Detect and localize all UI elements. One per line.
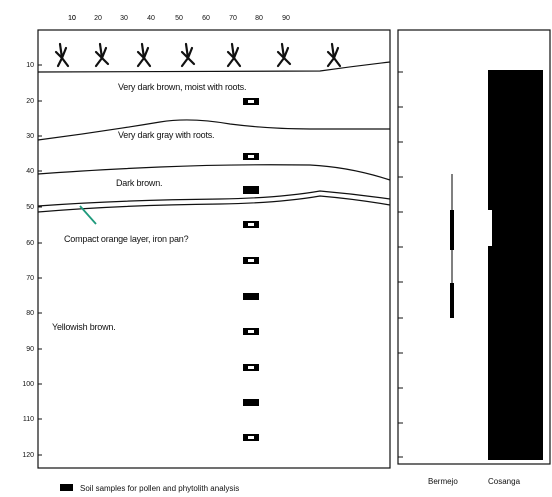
- bermejo-label: Bermejo: [428, 477, 458, 486]
- cosanga-notch: [488, 210, 492, 246]
- sample-marker-dot: [248, 100, 254, 103]
- layer-label-very-dark-gray: Very dark gray with roots.: [118, 130, 214, 140]
- horizon-boundary: [37, 119, 390, 141]
- depth-tick-label: 120: [22, 452, 34, 459]
- top-tick-label: 70: [229, 15, 237, 22]
- top-tick-label: 80: [255, 15, 263, 22]
- top-tick-label: 40: [147, 15, 155, 22]
- depth-tick-label: 110: [23, 416, 34, 423]
- depth-tick-label: 50: [26, 204, 34, 211]
- legend-label: Soil samples for pollen and phytolith an…: [80, 484, 239, 493]
- depth-axis: [38, 64, 42, 456]
- top-tick-label: 10: [68, 15, 76, 22]
- sample-marker-dot: [248, 223, 254, 226]
- sample-marker-dot: [248, 436, 254, 439]
- top-tick-label: 60: [202, 15, 210, 22]
- plant-icon: [180, 42, 196, 68]
- sample-marker: [243, 186, 259, 194]
- top-tick-label: 30: [120, 15, 128, 22]
- surface-line: [37, 61, 391, 73]
- top-tick-label: 90: [282, 15, 290, 22]
- depth-tick-label: 70: [26, 275, 34, 282]
- layer-label-yellowish-brown: Yellowish brown.: [52, 322, 116, 332]
- sample-marker-dot: [248, 330, 254, 333]
- legend-swatch: [60, 484, 73, 491]
- sample-marker: [243, 399, 259, 406]
- depth-tick-label: 80: [26, 310, 34, 317]
- bermejo-bar-thick: [450, 283, 454, 318]
- top-tick-label: 10: [68, 15, 76, 22]
- cosanga-label: Cosanga: [488, 477, 521, 486]
- plant-icon: [94, 42, 110, 68]
- depth-tick-label: 100: [22, 381, 34, 388]
- horizon-boundary: [37, 195, 391, 213]
- plant-icon: [54, 42, 70, 68]
- plant-icon: [226, 42, 242, 68]
- top-tick-label: 50: [175, 15, 183, 22]
- top-ruler: 10 20 30 40 50 60 70 80 90 10: [68, 15, 290, 22]
- depth-tick-label: 60: [26, 240, 34, 247]
- sample-marker: [243, 293, 259, 300]
- horizon-boundary: [37, 190, 391, 207]
- sample-markers: [243, 98, 259, 441]
- layer-label-dark-brown: Dark brown.: [116, 178, 162, 188]
- cosanga-bar: [488, 70, 543, 460]
- plant-icon: [276, 42, 292, 68]
- sample-marker-dot: [248, 155, 254, 158]
- layer-label-very-dark-brown: Very dark brown, moist with roots.: [118, 82, 246, 92]
- bar-panel-ticks: [398, 71, 403, 458]
- root-icons: [54, 42, 342, 68]
- layer-label-orange-iron-pan: Compact orange layer, iron pan?: [64, 234, 189, 244]
- horizon-boundary: [37, 164, 391, 181]
- bermejo-column: [450, 174, 454, 318]
- plant-icon: [326, 42, 342, 68]
- bermejo-bar-thick: [450, 210, 454, 250]
- top-tick-label: 20: [94, 15, 102, 22]
- sample-marker-dot: [248, 366, 254, 369]
- depth-labels: 10 20 30 40 50 60 70 80 90 100 110 120: [22, 62, 34, 459]
- sample-marker-dot: [248, 259, 254, 262]
- cosanga-column: [488, 70, 543, 460]
- depth-tick-label: 40: [26, 168, 34, 175]
- depth-tick-label: 10: [26, 62, 34, 69]
- depth-tick-label: 30: [26, 133, 34, 140]
- profile-frame: [37, 29, 391, 469]
- pointer-arrow: [79, 205, 97, 225]
- depth-tick-label: 20: [26, 98, 34, 105]
- plant-icon: [136, 42, 152, 68]
- depth-tick-label: 90: [26, 346, 34, 353]
